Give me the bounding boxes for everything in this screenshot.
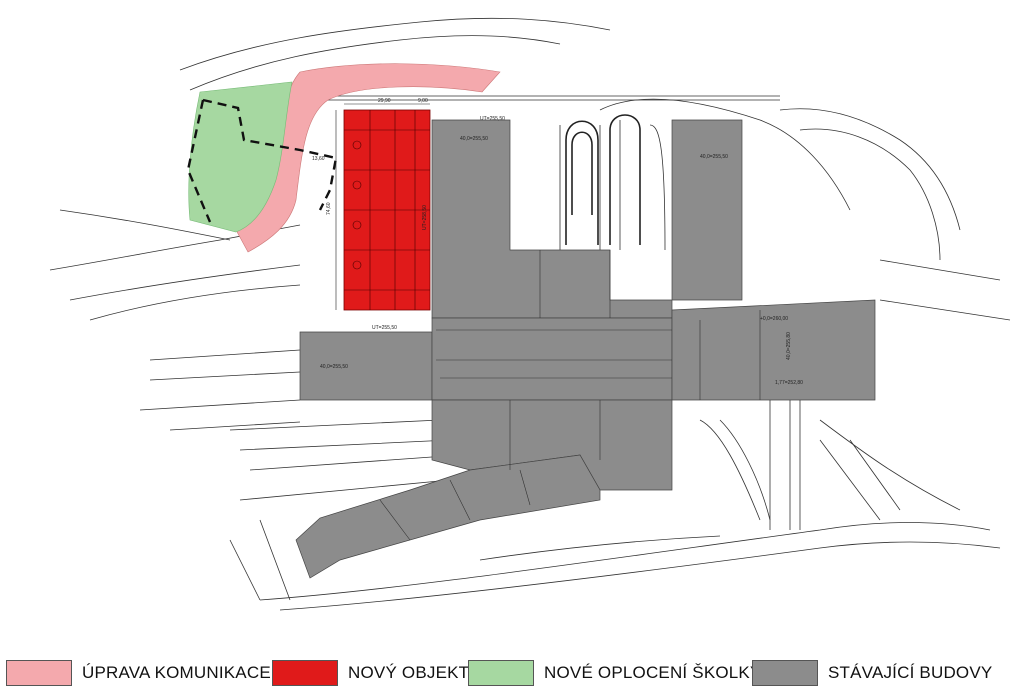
legend-swatch-fence <box>468 660 534 686</box>
dim-label-gap: 13,60 <box>312 156 325 162</box>
contour-lines <box>49 17 1011 611</box>
building-label-5: 40,0=255,50 <box>320 364 348 370</box>
building-label-8: 1,77=252,80 <box>775 380 803 386</box>
legend-swatch-new-building <box>272 660 338 686</box>
building-label-2: UT=255,50 <box>480 116 505 122</box>
building-label-3: UT=258,50 <box>422 205 428 230</box>
fence-line <box>186 98 338 223</box>
existing-buildings <box>295 119 876 579</box>
building-label-4: 40,0=255,50 <box>700 154 728 160</box>
dim-label-setback: 9,00 <box>418 98 428 104</box>
dim-label-width: 29,90 <box>378 98 391 104</box>
kindergarten-fence-area <box>188 81 293 233</box>
building-label-9: +0,0=260,00 <box>760 316 788 322</box>
legend-swatch-road <box>6 660 72 686</box>
site-plan-drawing: 29,90 9,00 13,60 74,60 40,0=255,50 UT=25… <box>49 17 1011 611</box>
legend-item-fence: NOVÉ OPLOCENÍ ŠKOLKY <box>468 658 762 688</box>
legend-swatch-existing <box>752 660 818 686</box>
arch-structures <box>565 114 641 245</box>
dim-label-length: 74,60 <box>326 202 332 215</box>
legend-item-road: ÚPRAVA KOMUNIKACE <box>6 658 271 688</box>
building-label-7: 40,0=255,80 <box>786 332 792 360</box>
legend-label-new-building: NOVÝ OBJEKT <box>348 663 470 682</box>
legend-item-new-building: NOVÝ OBJEKT <box>272 658 469 688</box>
building-label-6: UT=255,50 <box>372 325 397 331</box>
legend: ÚPRAVA KOMUNIKACE NOVÝ OBJEKT NOVÉ OPLOC… <box>0 648 1024 696</box>
new-building-floor-plan <box>344 110 430 310</box>
legend-item-existing: STÁVAJÍCÍ BUDOVY <box>752 658 992 688</box>
dimension-lines <box>335 103 430 310</box>
building-detail-lines <box>379 250 761 541</box>
legend-label-fence: NOVÉ OPLOCENÍ ŠKOLKY <box>544 663 762 682</box>
building-label-1: 40,0=255,50 <box>460 136 488 142</box>
legend-label-existing: STÁVAJÍCÍ BUDOVY <box>828 663 993 682</box>
legend-label-road: ÚPRAVA KOMUNIKACE <box>82 663 271 682</box>
